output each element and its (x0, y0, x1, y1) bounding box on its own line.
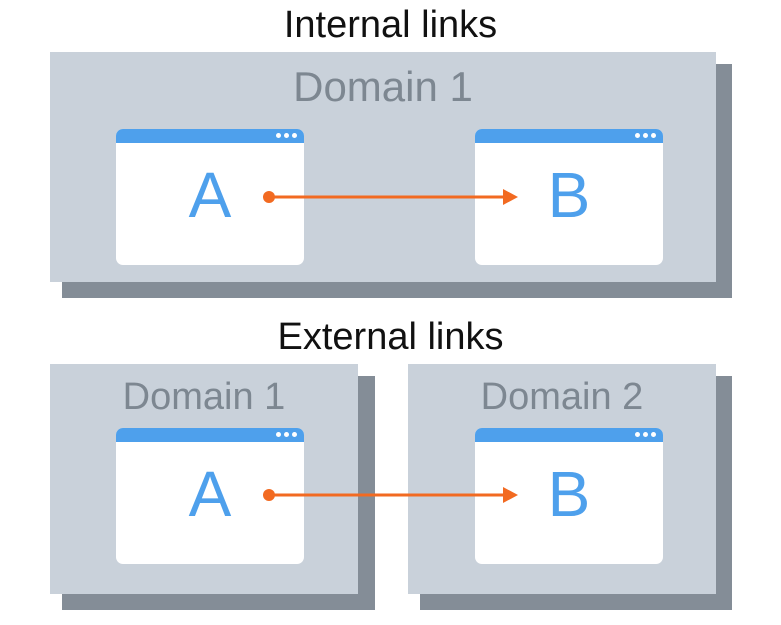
window-title-bar (116, 428, 304, 442)
external-domain-1-label: Domain 1 (122, 376, 286, 418)
window-title-bar (475, 428, 663, 442)
external-page-b-window: B (475, 428, 663, 564)
three-dots-icon (635, 432, 656, 437)
page-a-letter: A (188, 458, 232, 530)
external-page-a-window: A (116, 428, 304, 564)
internal-domain-label: Domain 1 (293, 63, 473, 110)
internal-page-a-window: A (116, 129, 304, 265)
three-dots-icon (276, 133, 297, 138)
internal-page-b-window: B (475, 129, 663, 265)
page-a-letter: A (188, 159, 232, 231)
page-b-letter: B (547, 458, 591, 530)
window-title-bar (475, 129, 663, 143)
page-b-letter: B (547, 159, 591, 231)
internal-links-title: Internal links (283, 4, 498, 46)
external-domain-2-label: Domain 2 (480, 376, 644, 418)
three-dots-icon (635, 133, 656, 138)
external-links-title: External links (277, 316, 504, 358)
three-dots-icon (276, 432, 297, 437)
window-title-bar (116, 129, 304, 143)
